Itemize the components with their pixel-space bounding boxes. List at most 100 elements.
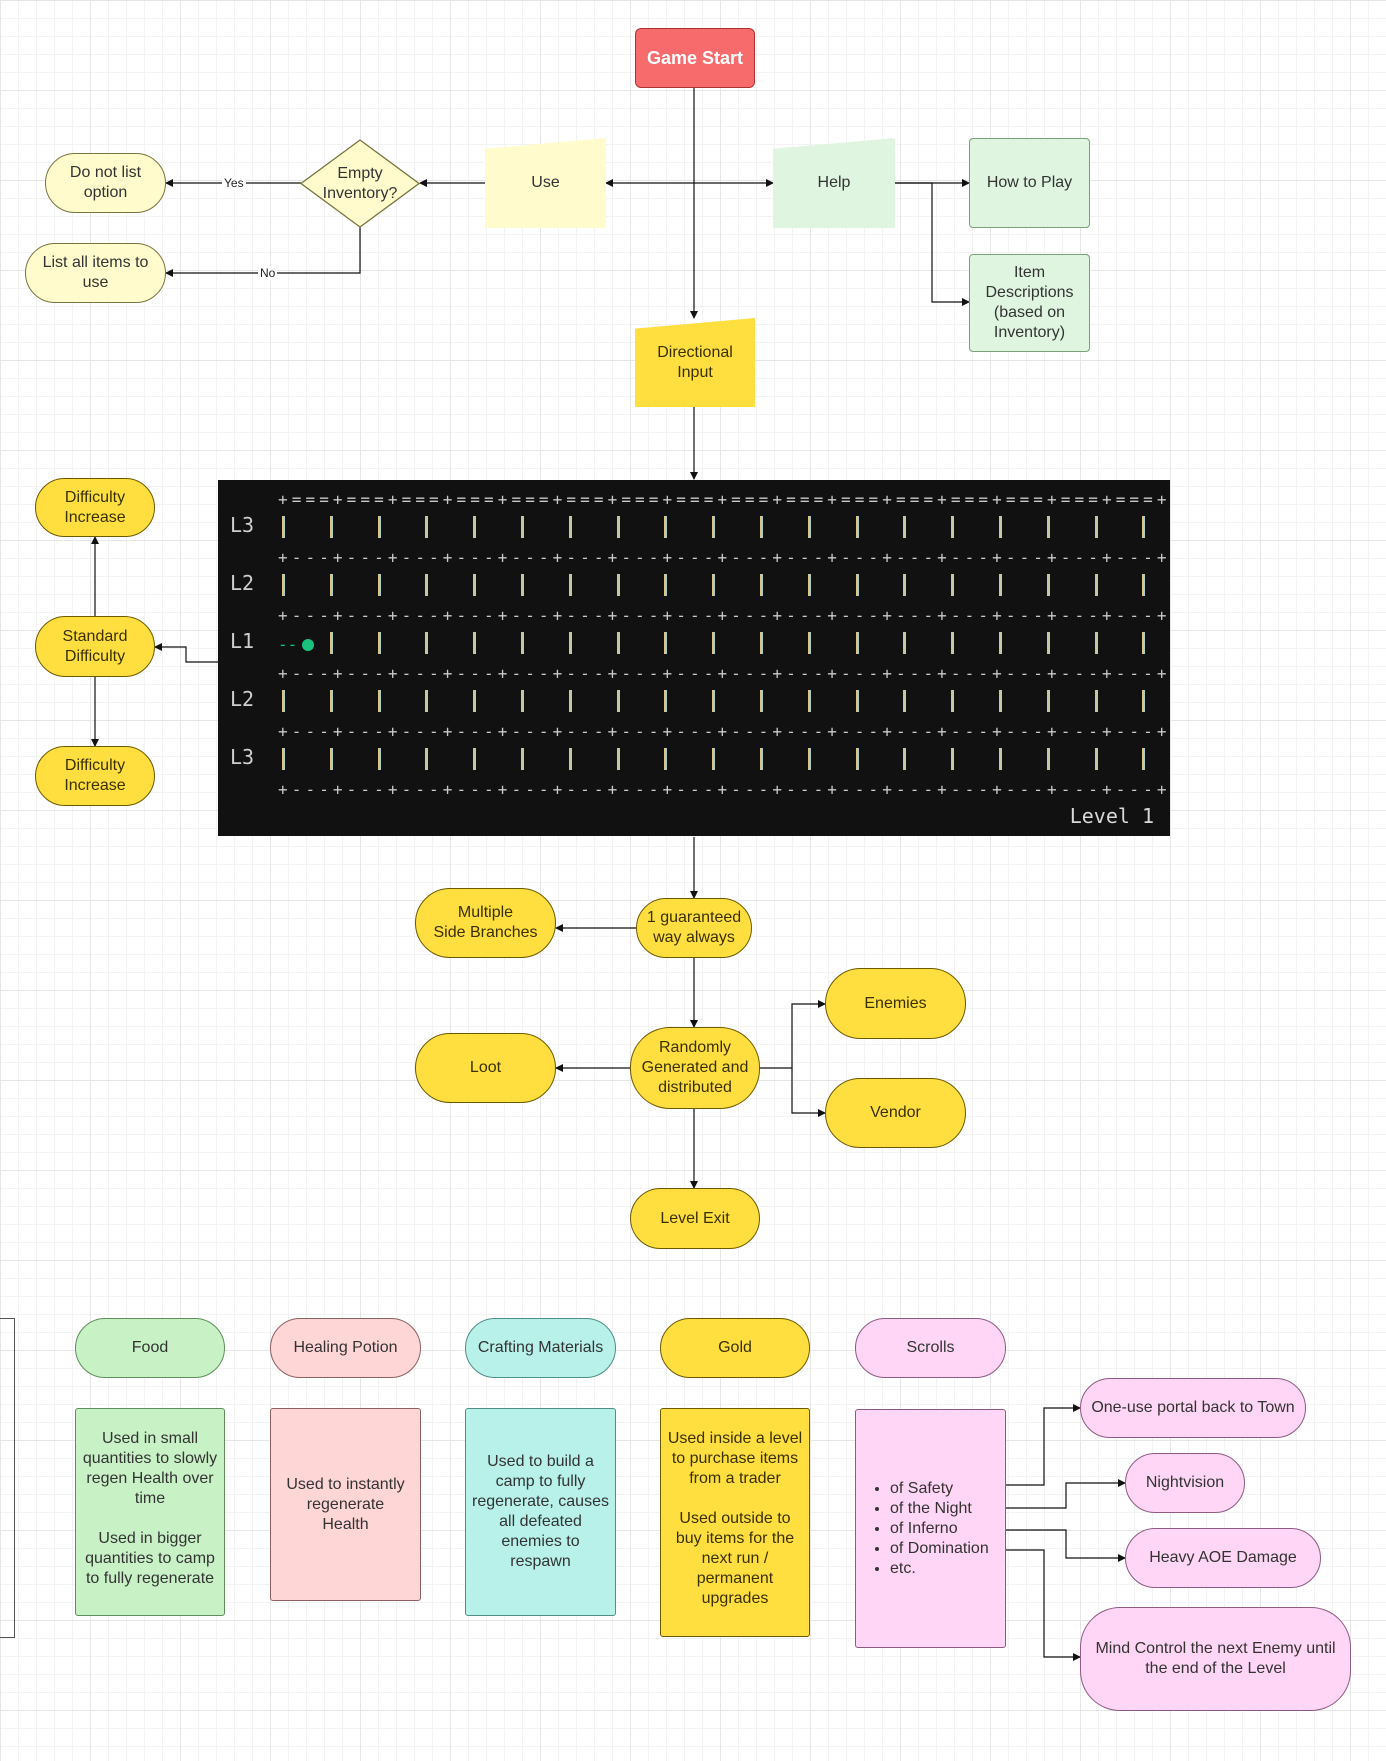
grid-cell-wall bbox=[903, 632, 907, 654]
grid-cell-wall bbox=[712, 632, 716, 654]
row-label-l2-bottom: L2 bbox=[230, 687, 255, 711]
row-label-l2-top: L2 bbox=[230, 571, 255, 595]
scroll-types-list: of Safety of the Night of Inferno of Dom… bbox=[856, 1479, 989, 1579]
grid-cell-wall bbox=[425, 632, 429, 654]
grid-cell-wall bbox=[855, 574, 859, 596]
grid-cell-wall bbox=[712, 748, 716, 770]
randomly-generated-node[interactable]: Randomly Generated and distributed bbox=[630, 1027, 760, 1109]
grid-cell-wall bbox=[521, 690, 524, 712]
grid-cell-wall bbox=[616, 632, 620, 654]
help-node[interactable]: Help bbox=[773, 138, 895, 228]
edge-label-no: No bbox=[258, 266, 278, 280]
grid-cell-wall bbox=[951, 748, 955, 770]
grid-separator-line: +---+---+---+---+---+---+---+---+---+---… bbox=[278, 606, 1170, 625]
grid-cell-wall bbox=[903, 574, 907, 596]
grid-cell-wall bbox=[1142, 574, 1146, 596]
grid-cell-wall bbox=[807, 748, 811, 770]
edge-random-to-vendor bbox=[791, 1068, 826, 1117]
grid-cell-wall bbox=[855, 632, 859, 654]
loot-type-scrolls[interactable]: Scrolls bbox=[855, 1318, 1006, 1378]
grid-cell-wall bbox=[807, 690, 811, 712]
scroll-effect-portal[interactable]: One-use portal back to Town bbox=[1080, 1378, 1306, 1438]
grid-cell-wall bbox=[712, 690, 716, 712]
use-node[interactable]: Use bbox=[485, 138, 606, 228]
do-not-list-node[interactable]: Do not list option bbox=[45, 153, 166, 213]
loot-type-crafting-materials[interactable]: Crafting Materials bbox=[465, 1318, 616, 1378]
grid-cell-wall bbox=[712, 516, 716, 538]
grid-cell-wall bbox=[712, 574, 716, 596]
loot-node[interactable]: Loot bbox=[415, 1033, 556, 1103]
difficulty-increase-top-node[interactable]: Difficulty Increase bbox=[35, 478, 155, 537]
grid-cell-wall bbox=[282, 574, 285, 596]
scroll-type-item: etc. bbox=[890, 1559, 989, 1579]
grid-cell-wall bbox=[425, 748, 429, 770]
grid-cell-wall bbox=[1142, 516, 1146, 538]
grid-cell-wall bbox=[329, 748, 333, 770]
grid-cell-wall bbox=[568, 516, 572, 538]
grid-cell-wall bbox=[329, 690, 333, 712]
vendor-node[interactable]: Vendor bbox=[825, 1078, 966, 1148]
level-exit-node[interactable]: Level Exit bbox=[630, 1188, 760, 1249]
edge-scroll-to-mindcontrol bbox=[1006, 1549, 1081, 1661]
list-all-items-node[interactable]: List all items to use bbox=[25, 243, 166, 303]
difficulty-increase-bottom-node[interactable]: Difficulty Increase bbox=[35, 746, 155, 806]
loot-type-food[interactable]: Food bbox=[75, 1318, 225, 1378]
grid-cell-wall bbox=[807, 516, 811, 538]
standard-difficulty-node[interactable]: Standard Difficulty bbox=[35, 616, 155, 677]
game-start-node[interactable]: Game Start bbox=[635, 28, 755, 88]
grid-cell-wall bbox=[473, 574, 477, 596]
loot-type-healing-potion[interactable]: Healing Potion bbox=[270, 1318, 421, 1378]
grid-cell-wall bbox=[999, 690, 1002, 712]
grid-cell-wall bbox=[329, 516, 333, 538]
grid-cell-wall bbox=[760, 516, 763, 538]
grid-cell-wall bbox=[807, 574, 811, 596]
edge-help-to-itemdesc bbox=[895, 182, 970, 306]
grid-cell-wall bbox=[329, 574, 333, 596]
loot-type-gold[interactable]: Gold bbox=[660, 1318, 810, 1378]
scroll-type-item: of Inferno bbox=[890, 1519, 989, 1539]
item-descriptions-node[interactable]: Item Descriptions (based on Inventory) bbox=[969, 254, 1090, 352]
multiple-side-branches-node[interactable]: Multiple Side Branches bbox=[415, 888, 556, 958]
empty-inventory-decision[interactable] bbox=[300, 139, 420, 228]
enemies-node[interactable]: Enemies bbox=[825, 968, 966, 1039]
grid-cell-wall bbox=[568, 574, 572, 596]
grid-cell-wall bbox=[1142, 632, 1146, 654]
scroll-type-item: of Domination bbox=[890, 1539, 989, 1559]
directional-input-node[interactable]: Directional Input bbox=[635, 318, 755, 407]
edge-scroll-to-aoe bbox=[1006, 1529, 1126, 1562]
grid-cell-wall bbox=[568, 632, 572, 654]
grid-cell-wall bbox=[616, 690, 620, 712]
scroll-effect-aoe[interactable]: Heavy AOE Damage bbox=[1125, 1528, 1321, 1588]
grid-cell-wall bbox=[760, 748, 763, 770]
empty-inventory-label: Empty Inventory? bbox=[322, 164, 398, 202]
grid-cell-wall bbox=[521, 574, 524, 596]
scroll-effect-mind-control[interactable]: Mind Control the next Enemy until the en… bbox=[1080, 1607, 1351, 1711]
grid-cell-wall bbox=[903, 748, 907, 770]
grid-cell-wall bbox=[951, 632, 955, 654]
grid-cell-wall bbox=[425, 690, 429, 712]
grid-cell-wall bbox=[1046, 748, 1050, 770]
grid-cell-wall bbox=[903, 690, 907, 712]
how-to-play-node[interactable]: How to Play bbox=[969, 138, 1090, 228]
grid-cell-wall bbox=[616, 574, 620, 596]
grid-separator-line: +---+---+---+---+---+---+---+---+---+---… bbox=[278, 722, 1170, 741]
grid-cell-wall bbox=[473, 690, 477, 712]
scroll-effect-nightvision[interactable]: Nightvision bbox=[1125, 1453, 1245, 1513]
guaranteed-way-node[interactable]: 1 guaranteed way always bbox=[636, 898, 752, 958]
grid-cell-wall bbox=[616, 748, 620, 770]
grid-cell-wall bbox=[951, 690, 955, 712]
grid-cell-wall bbox=[521, 632, 524, 654]
grid-cell-wall bbox=[377, 574, 381, 596]
grid-cell-wall bbox=[473, 516, 477, 538]
grid-cell-wall bbox=[1046, 516, 1050, 538]
grid-cell-wall bbox=[377, 516, 381, 538]
grid-cell-wall bbox=[999, 748, 1002, 770]
grid-separator-line: +---+---+---+---+---+---+---+---+---+---… bbox=[278, 548, 1170, 567]
grid-cell-wall bbox=[425, 516, 429, 538]
grid-cell-wall bbox=[616, 516, 620, 538]
grid-cell-wall bbox=[1094, 574, 1098, 596]
edge-terminal-to-standard bbox=[154, 643, 218, 663]
grid-separator-line: +---+---+---+---+---+---+---+---+---+---… bbox=[278, 780, 1170, 799]
grid-cell-wall bbox=[760, 690, 763, 712]
